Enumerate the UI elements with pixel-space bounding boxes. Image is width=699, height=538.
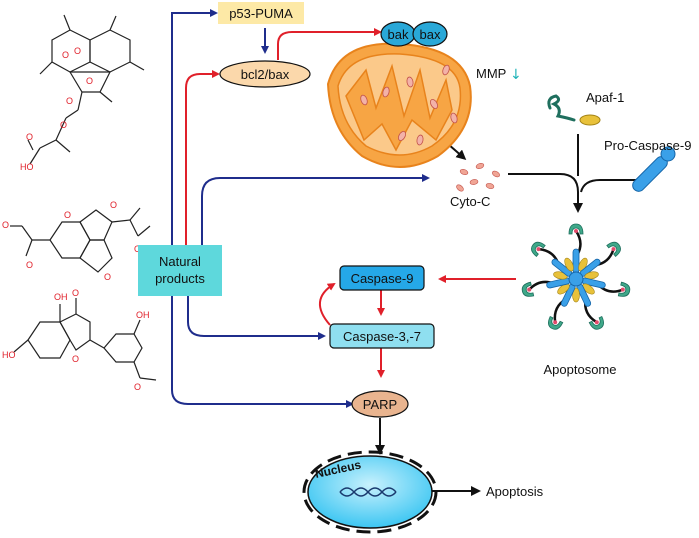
svg-text:O: O <box>62 50 69 60</box>
arrow-bcl2-to-bak <box>277 28 382 60</box>
artesunate-structure <box>27 14 145 165</box>
mmp-label: MMP <box>476 66 506 81</box>
svg-text:O: O <box>86 76 93 86</box>
bax-node <box>412 21 448 47</box>
arrow-to-cytoc <box>201 174 430 245</box>
svg-text:OH: OH <box>136 310 150 320</box>
natural-products-line2: products <box>155 271 205 286</box>
svg-text:OH: OH <box>54 292 68 302</box>
bax-label: bax <box>420 27 441 42</box>
apoptosome <box>521 223 631 330</box>
p53-puma-label: p53-PUMA <box>229 6 293 21</box>
svg-text:O: O <box>60 120 67 130</box>
mitochondrion <box>326 42 472 168</box>
svg-text:HO: HO <box>2 350 16 360</box>
svg-text:O: O <box>134 382 141 392</box>
nucleus <box>302 450 438 534</box>
svg-text:O: O <box>72 354 79 364</box>
parp-node <box>351 390 409 418</box>
caspase37-box <box>329 323 435 349</box>
bak-label: bak <box>388 27 409 42</box>
apaf1-icon <box>547 94 601 126</box>
p53-puma-box <box>218 2 304 24</box>
bcl2-bax-label: bcl2/bax <box>241 67 290 82</box>
caspase9-box <box>339 265 425 291</box>
procaspase9-label: Pro-Caspase-9 <box>604 138 691 153</box>
cytoc-label: Cyto-C <box>450 194 490 209</box>
svg-text:HO: HO <box>20 162 34 172</box>
svg-text:O: O <box>2 220 9 230</box>
black-arrows <box>375 129 644 496</box>
natural-products-line1: Natural <box>159 254 201 269</box>
caspase9-label: Caspase-9 <box>351 271 414 286</box>
svg-text:O: O <box>72 288 79 298</box>
arrow-to-bcl2 <box>185 70 220 245</box>
iridoid-structure <box>10 207 151 273</box>
arrow-procasp-merge <box>580 179 644 193</box>
arrow-to-casp37 <box>187 296 326 340</box>
svg-text:O: O <box>26 132 33 142</box>
apoptosome-label: Apoptosome <box>544 362 617 377</box>
mmp-down-arrow: ↓ <box>510 67 522 83</box>
procaspase9-icon <box>632 146 676 192</box>
svg-text:O: O <box>74 46 81 56</box>
blue-arrows <box>171 9 430 408</box>
caspase37-label: Caspase-3,-7 <box>343 329 421 344</box>
svg-text:O: O <box>104 272 111 282</box>
svg-text:O: O <box>110 200 117 210</box>
dna-icon <box>339 487 397 497</box>
flavanone-structure <box>13 298 157 381</box>
bcl2-bax-node <box>219 60 311 88</box>
arrow-casp37-to-casp9 <box>319 282 336 326</box>
arrow-to-p53 <box>171 9 218 245</box>
apaf1-label: Apaf-1 <box>586 90 624 105</box>
arrow-to-parp <box>171 296 354 408</box>
parp-label: PARP <box>363 397 397 412</box>
cytochrome-c-particles <box>456 162 500 192</box>
apoptosis-label: Apoptosis <box>486 484 544 499</box>
red-arrows <box>185 28 516 378</box>
svg-text:O: O <box>66 96 73 106</box>
svg-text:O: O <box>64 210 71 220</box>
svg-text:O: O <box>26 260 33 270</box>
svg-text:O: O <box>134 244 141 254</box>
iridoid-oxygen-labels: O O O O O O <box>2 200 141 282</box>
arrow-cytoc-merge <box>508 173 583 213</box>
natural-products-box <box>138 245 222 296</box>
